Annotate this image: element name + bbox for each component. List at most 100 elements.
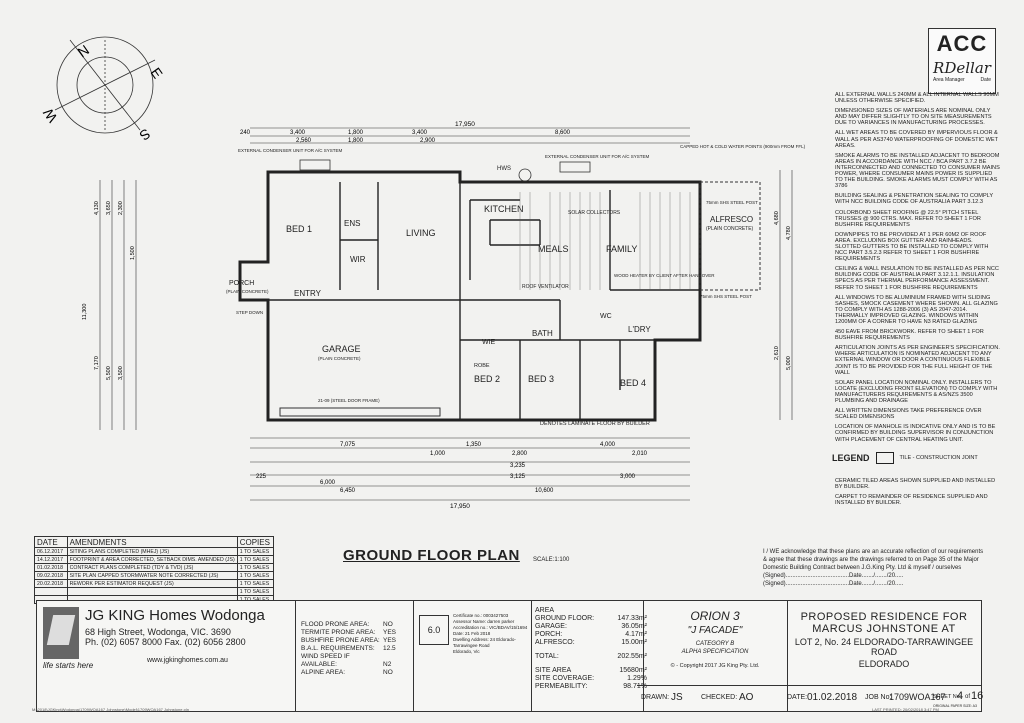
cert-row: Certificate no.: 0003427503 <box>453 613 509 618</box>
energy-cert-cell: 6.0 Certificate no.: 0003427503 Assessor… <box>413 601 532 711</box>
room-wir: WIR <box>350 255 366 264</box>
note-13: LOCATION OF MANHOLE IS INDICATIVE ONLY A… <box>835 424 996 443</box>
dim-bottom-j: 3,000 <box>620 474 636 480</box>
amend-text <box>66 587 238 596</box>
jg-king-logo <box>43 607 79 659</box>
dim-bottom-f: 4,000 <box>600 442 616 448</box>
sheet-label: SHEET No: <box>933 694 962 700</box>
date-value: 01.02.2018 <box>807 692 858 703</box>
floor-hatch <box>519 192 691 290</box>
note-4: BUILDING SEALING & PENETRATION SEALING T… <box>835 193 994 206</box>
design-category: CATEGORY B <box>695 641 735 647</box>
proposal-line-3: LOT 2, No. 24 ELDORADO-TARRAWINGEE ROAD <box>794 637 974 657</box>
dim-top-overall: 17,950 <box>455 121 475 128</box>
dim-top-h: 240 <box>240 130 251 136</box>
amend-copies: 1 TO SALES <box>236 555 275 564</box>
compass-e: E <box>148 65 166 82</box>
ratings-cell: FLOOD PRONE AREA:NO TERMITE PRONE AREA:Y… <box>295 601 414 711</box>
amend-col-date: DATE <box>34 536 68 548</box>
note-heater: WOOD HEATER BY CLIENT AFTER HANDOVER <box>614 273 715 278</box>
room-alfresco: ALFRESCO <box>710 215 753 224</box>
rating-row: B.A.L. REQUIREMENTS:12.5 <box>301 645 396 652</box>
area-heading: AREA <box>535 607 555 614</box>
table-row: 1 TO SALES <box>34 587 275 596</box>
dim-bottom-c: 6,450 <box>340 488 356 494</box>
dim-left-1: 3,650 <box>106 201 112 215</box>
dim-left-3: 1,500 <box>130 246 136 260</box>
checked-value: AO <box>739 692 754 703</box>
room-hws: HWS <box>497 166 511 172</box>
note-cond1: EXTERNAL CONDENSER UNIT FOR A/C SYSTEM <box>238 148 343 153</box>
note-8: ALL WINDOWS TO BE ALUMINIUM FRAMED WITH … <box>835 294 998 325</box>
drawn-value: JS <box>671 692 683 703</box>
legend-label: LEGEND <box>832 453 870 463</box>
note-6: DOWNPIPES TO BE PROVIDED AT 1 PER 60m2 O… <box>835 231 989 263</box>
room-bed3: BED 3 <box>528 374 554 384</box>
star-rating-badge: 6.0 <box>419 615 449 645</box>
area-row: ALFRESCO:15.00m² <box>535 639 647 646</box>
note-2: ALL WET AREAS TO BE COVERED BY IMPERVIOU… <box>835 130 998 149</box>
ack-signed-2: (Signed)................................… <box>763 581 904 587</box>
room-bed4: BED 4 <box>620 378 646 388</box>
cert-row: Accreditation no.: VIC/BDAV/15/1694 <box>453 625 528 630</box>
note-post2: 75mm SHS STEEL POST <box>700 294 752 299</box>
sheet-of: of <box>965 694 971 700</box>
room-bed1: BED 1 <box>286 224 312 234</box>
compass-rose <box>54 36 156 134</box>
amend-col-amend: AMENDMENTS <box>66 536 238 548</box>
floor-plan-drawing: N E S W 17,950 3,400 1,800 3,400 8,600 2… <box>39 36 806 510</box>
dim-left-4: 11,300 <box>82 304 88 320</box>
ack-signed-1: (Signed)................................… <box>763 573 904 579</box>
amend-date <box>34 587 68 596</box>
acknowledgement: I / WE acknowledge that these plans are … <box>763 548 985 588</box>
ack-text: I / WE acknowledge that these plans are … <box>763 549 984 571</box>
company-address-block: 68 High Street, Wodonga, VIC. 3690 Ph. (… <box>85 627 246 647</box>
design-cell: ORION 3 "J FACADE" CATEGORY B ALPHA SPEC… <box>643 601 788 711</box>
note-5: COLORBOND SHEET ROOFING @ 22.5° PITCH ST… <box>835 209 981 228</box>
dim-top-d: 8,600 <box>555 130 571 136</box>
note-laminate: DENOTES LAMINATE FLOOR BY BUILDER <box>540 421 650 427</box>
dim-bottom-b: 6,000 <box>320 480 336 486</box>
dim-right-0: 4,680 <box>774 211 780 225</box>
dim-right-3: 5,000 <box>786 356 792 370</box>
file-path: M:\2018\JGKing\Wodonga\1709WOA167 Johnst… <box>32 707 189 712</box>
company-phone: Ph. (02) 6057 8000 Fax. (02) 6056 2800 <box>85 637 246 647</box>
proposal-line-4: ELDORADO <box>858 659 910 669</box>
drawn-label: DRAWN: <box>641 694 670 701</box>
dim-bottom-g: 2,800 <box>512 451 528 457</box>
note-garagedoor: 21-09 (STEEL DOOR FRAME) <box>318 398 380 403</box>
note-1: DIMENSIONED SIZES OF MATERIALS ARE NOMIN… <box>835 108 992 127</box>
room-family: FAMILY <box>606 244 637 254</box>
garage-door <box>279 407 441 417</box>
amend-date: 06.12.2017 <box>34 547 68 556</box>
general-notes: ALL EXTERNAL WALLS 240mm & ALL INTERNAL … <box>835 92 1000 447</box>
company-address: 68 High Street, Wodonga, VIC. 3690 <box>85 627 231 637</box>
acc-caption-left: Area Manager <box>933 77 965 83</box>
dim-bottom-a: 7,075 <box>340 442 356 448</box>
note-post1: 75mm SHS STEEL POST <box>706 200 758 205</box>
dim-bottom-d: 10,600 <box>535 488 554 494</box>
note-11: SOLAR PANEL LOCATION NOMINAL ONLY. INSTA… <box>835 379 998 405</box>
floor-note-0: CERAMIC TILED AREAS SHOWN SUPPLIED AND I… <box>835 478 996 491</box>
hws-symbol <box>518 168 532 182</box>
room-porch-sub: (PLAIN CONCRETE) <box>226 289 269 294</box>
job-value: 1709WOA167 <box>889 692 946 702</box>
acc-caption-right: Date <box>980 77 991 83</box>
rating-row: BUSHFIRE PRONE AREA:YES <box>301 637 397 644</box>
area-row: GROUND FLOOR:147.33m² <box>535 615 647 622</box>
room-porch: PORCH <box>229 280 254 287</box>
cert-list: Certificate no.: 0003427503 Assessor Nam… <box>453 613 531 655</box>
room-wie: WIE <box>482 339 496 346</box>
plan-title: GROUND FLOOR PLAN <box>343 547 520 564</box>
room-ens: ENS <box>344 219 360 228</box>
condenser-unit-1 <box>299 159 331 171</box>
room-kitchen: KITCHEN <box>484 204 524 214</box>
rating-row: TERMITE PRONE AREA:YES <box>301 629 397 636</box>
note-9: 450 EAVE FROM BRICKWORK. REFER TO SHEET … <box>835 329 984 342</box>
area-row: PORCH:4.17m² <box>535 631 647 638</box>
proposal-line-1: PROPOSED RESIDENCE FOR <box>800 611 968 623</box>
title-block: JG KING Homes Wodonga 68 High Street, Wo… <box>36 600 983 712</box>
proposal-block: PROPOSED RESIDENCE FOR MARCUS JOHNSTONE … <box>787 611 981 669</box>
